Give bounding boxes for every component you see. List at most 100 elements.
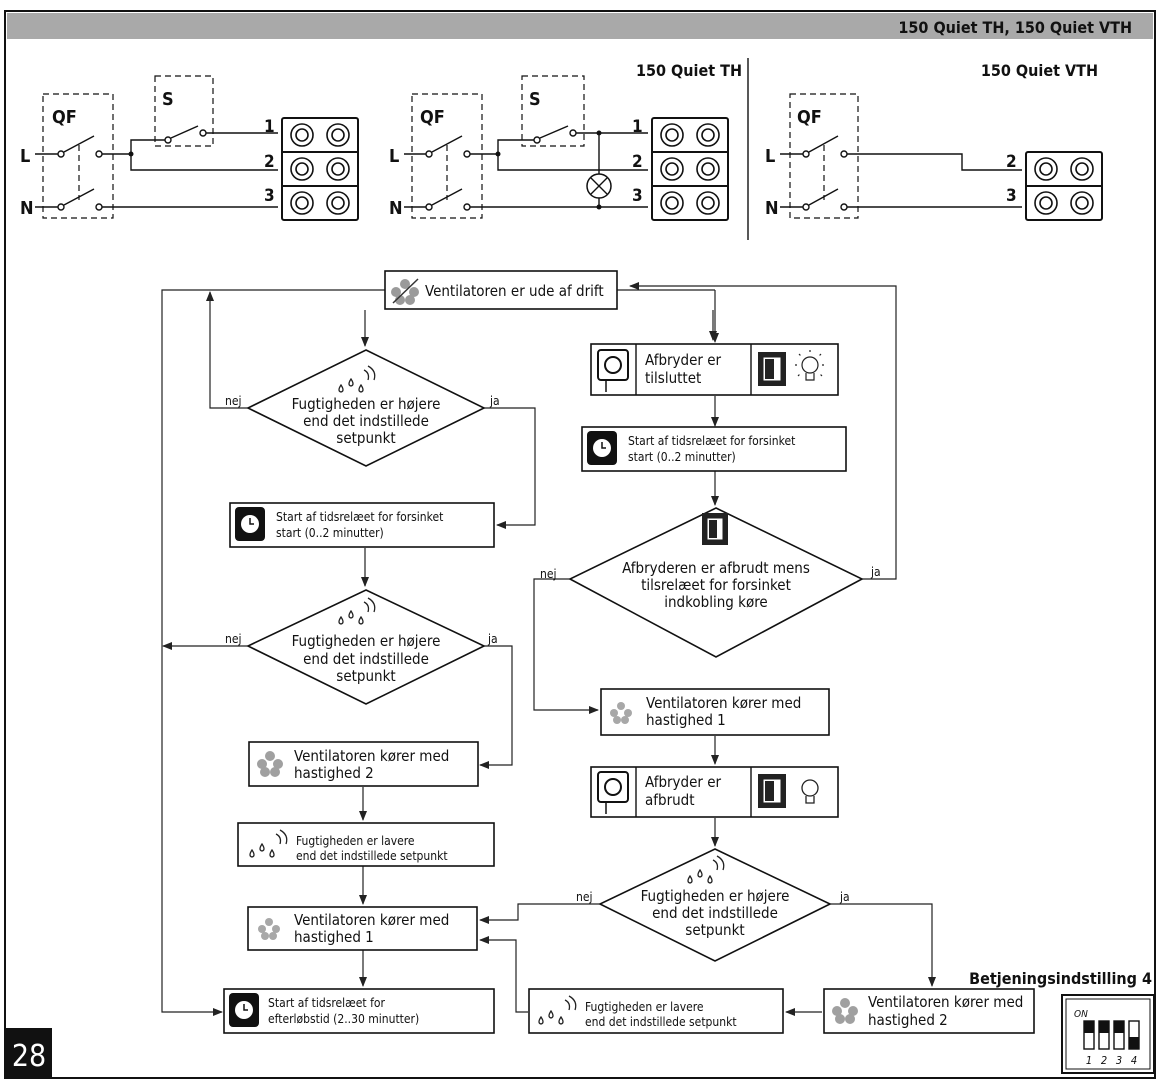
timer-after-line1: Start af tidsrelæet for	[268, 996, 385, 1010]
humidity-icon	[338, 597, 376, 625]
node-fan-off-label: Ventilatoren er ude af drift	[425, 282, 604, 300]
decision-3-ja: ja	[839, 890, 850, 904]
humidity-low-right-line2: end det indstillede setpunkt	[585, 1015, 737, 1029]
decision-broken-line1: Afbryderen er afbrudt mens	[622, 559, 810, 577]
humidity-icon	[249, 829, 288, 858]
switch-on-line2: tilsluttet	[645, 369, 701, 387]
s-label-th: S	[529, 89, 541, 110]
light-switch-icon	[758, 774, 786, 808]
header-bar	[7, 13, 1153, 39]
speed2-left-line2: hastighed 2	[294, 764, 374, 782]
header-title: 150 Quiet TH, 150 Quiet VTH	[898, 18, 1132, 37]
node-speed2-left: Ventilatoren kører med hastighed 2	[248, 741, 479, 787]
timer-left-line1: Start af tidsrelæet for forsinket	[276, 510, 443, 524]
flow-connectors	[161, 282, 936, 1016]
node-humidity-low-left: Fugtigheden er lavere end det indstilled…	[237, 822, 495, 867]
l-label-th: L	[389, 146, 399, 167]
node-speed2-right: Ventilatoren kører med hastighed 2	[823, 988, 1035, 1034]
node-timer-start-left: Start af tidsrelæet for forsinket start …	[229, 502, 495, 548]
switch-icon	[597, 349, 629, 392]
terminal-block-1	[281, 117, 359, 221]
fan-icon	[832, 998, 858, 1024]
node-timer-afterrun: Start af tidsrelæet for efterløbstid (2.…	[223, 988, 495, 1034]
panel-th-label: 150 Quiet TH	[636, 61, 742, 80]
decision-humidity-high-3: Fugtigheden er højere end det indstilled…	[576, 848, 850, 962]
switch-icon	[597, 771, 629, 814]
wiring-panel-vth: 150 Quiet VTH QF L N 2 3	[765, 61, 1103, 221]
dip-num-3: 3	[1116, 1054, 1122, 1067]
speed2-right-line1: Ventilatoren kører med	[868, 993, 1023, 1011]
node-switch-off: Afbryder er afbrudt	[590, 766, 839, 818]
wiring-panel-1: QF S L N	[20, 75, 359, 221]
node-fan-off: Ventilatoren er ude af drift	[384, 270, 618, 310]
s-label: S	[162, 89, 174, 110]
light-switch-icon	[702, 513, 728, 545]
page-number: 28	[12, 1039, 46, 1074]
decision-1-line2: end det indstillede	[303, 412, 429, 430]
decision-3-line1: Fugtigheden er højere	[641, 887, 790, 905]
decision-3-line2: end det indstillede	[652, 904, 778, 922]
qf-breaker-box-th	[411, 93, 483, 219]
speed1-left-line1: Ventilatoren kører med	[294, 911, 449, 929]
qf-label-vth: QF	[797, 107, 822, 128]
humidity-icon	[538, 995, 577, 1025]
s-switch-box-th	[521, 75, 585, 147]
decision-humidity-high-2: Fugtigheden er højere end det indstilled…	[225, 589, 498, 705]
n-label: N	[20, 198, 34, 219]
humidity-icon	[338, 365, 376, 393]
terminal-2-label: 2	[264, 152, 275, 172]
timer-left-line2: start (0..2 minutter)	[276, 526, 384, 540]
n-label-vth: N	[765, 198, 779, 219]
light-switch-icon	[758, 352, 786, 386]
node-speed1-right: Ventilatoren kører med hastighed 1	[600, 688, 830, 736]
decision-broken-line2: tilsrelæet for forsinket	[641, 576, 791, 594]
decision-2-line2: end det indstillede	[303, 650, 429, 668]
decision-1-line1: Fugtigheden er højere	[292, 395, 441, 413]
fan-icon	[257, 751, 283, 777]
decision-3-line3: setpunkt	[685, 921, 744, 939]
speed1-left-line2: hastighed 1	[294, 928, 374, 946]
qf-label-th: QF	[420, 107, 445, 128]
node-timer-start-right: Start af tidsrelæet for forsinket start …	[581, 426, 847, 472]
humidity-low-left-line2: end det indstillede setpunkt	[296, 849, 448, 863]
wiring-panel-th: 150 Quiet TH QF S L N	[389, 61, 742, 221]
decision-1-ja: ja	[489, 394, 500, 408]
bulb-on-icon	[795, 350, 825, 381]
terminal-1-label-th: 1	[632, 117, 643, 137]
decision-broken-line3: indkobling køre	[664, 593, 767, 611]
decision-3-nej: nej	[576, 890, 593, 904]
terminal-3-label: 3	[264, 186, 275, 206]
timer-icon	[587, 431, 617, 465]
decision-1-line3: setpunkt	[336, 429, 395, 447]
decision-1-nej: nej	[225, 394, 242, 408]
node-switch-on: Afbryder er tilsluttet	[590, 343, 839, 396]
decision-2-line3: setpunkt	[336, 667, 395, 685]
dip-switch-icon: ON 1 2 3 4	[1061, 994, 1155, 1074]
decision-2-nej: nej	[225, 632, 242, 646]
humidity-icon	[687, 855, 725, 884]
node-humidity-low-right: Fugtigheden er lavere end det indstilled…	[528, 988, 784, 1034]
terminal-2-label-vth: 2	[1006, 152, 1017, 172]
bulb-off-icon	[801, 779, 819, 804]
fan-off-icon	[391, 278, 419, 305]
timer-right-line2: start (0..2 minutter)	[628, 450, 736, 464]
qf-label: QF	[52, 107, 77, 128]
decision-humidity-high-1: Fugtigheden er højere end det indstilled…	[225, 349, 500, 467]
panel-vth-label: 150 Quiet VTH	[981, 61, 1098, 80]
terminal-block-vth	[1025, 151, 1103, 221]
speed1-right-line1: Ventilatoren kører med	[646, 694, 801, 712]
humidity-low-right-line1: Fugtigheden er lavere	[585, 1000, 704, 1014]
n-label-th: N	[389, 198, 403, 219]
node-speed1-left: Ventilatoren kører med hastighed 1	[247, 906, 478, 951]
switch-off-line1: Afbryder er	[645, 773, 722, 791]
decision-2-line1: Fugtigheden er højere	[292, 632, 441, 650]
dip-num-1: 1	[1086, 1054, 1092, 1067]
terminal-3-label-vth: 3	[1006, 186, 1017, 206]
dip-num-4: 4	[1131, 1054, 1137, 1067]
timer-right-line1: Start af tidsrelæet for forsinket	[628, 434, 795, 448]
switch-off-line2: afbrudt	[645, 791, 695, 809]
speed2-right-line2: hastighed 2	[868, 1011, 948, 1029]
fan-icon	[258, 918, 280, 940]
dip-num-2: 2	[1101, 1054, 1107, 1067]
